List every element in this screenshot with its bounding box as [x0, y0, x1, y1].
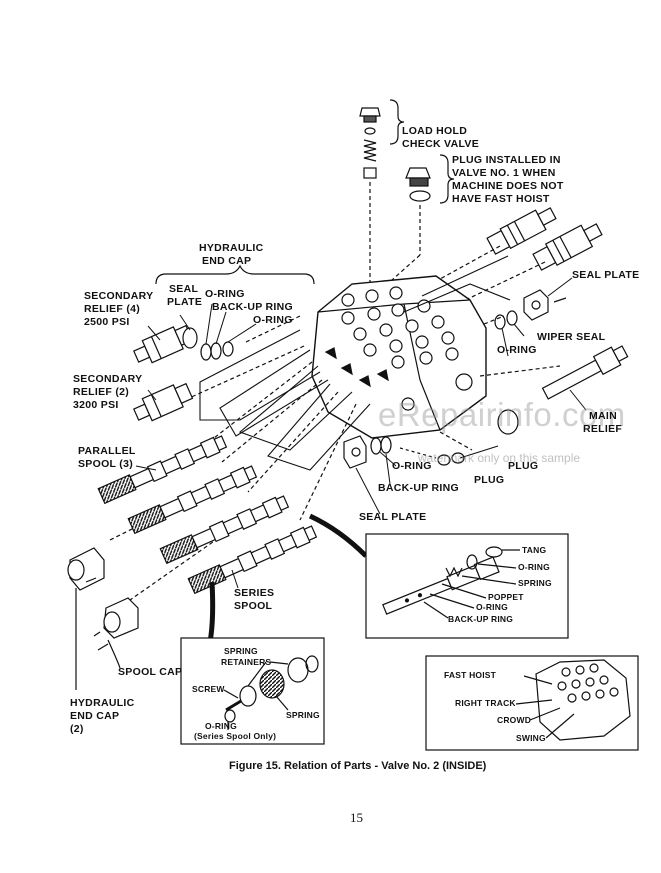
inset-label-swing: SWING	[516, 733, 546, 743]
detail-label-back-up-ring: BACK-UP RING	[448, 614, 514, 624]
secondary-relief-4500	[133, 324, 234, 364]
inset-label-crowd: CROWD	[497, 715, 532, 725]
detail-label-spring: SPRING	[518, 578, 552, 588]
detail-label-spring-retainers-1: SPRING	[224, 646, 258, 656]
right-seal-plate	[494, 289, 567, 330]
callout-pointers	[135, 277, 587, 589]
detail-label-spring-retainers-2: RETAINERS	[221, 657, 272, 667]
detail-label-o-ring-1: O-RING	[518, 562, 550, 572]
parallel-spools	[97, 435, 290, 565]
label-secondary-relief-2-1: SECONDARY	[73, 373, 143, 385]
detail-label-o-ring-2: O-RING	[476, 602, 508, 612]
label-hydraulic-end-cap-top-1: HYDRAULIC	[199, 242, 264, 254]
label-secondary-relief-4-2: RELIEF (4)	[84, 303, 141, 315]
label-seal-plate-left-1: SEAL	[169, 283, 199, 295]
watermark: eRepairinfo.com	[378, 396, 626, 433]
label-hydraulic-end-cap-bottom-1: HYDRAULIC	[70, 697, 135, 709]
label-seal-plate-right: SEAL PLATE	[572, 269, 640, 281]
label-back-up-ring-center: BACK-UP RING	[378, 482, 459, 494]
secondary-relief-3200	[133, 382, 194, 422]
page-number: 15	[350, 810, 363, 825]
inset-label-right-track: RIGHT TRACK	[455, 698, 516, 708]
load-hold-check-valve	[359, 99, 405, 290]
label-plug-lower: PLUG	[474, 474, 505, 486]
label-hydraulic-end-cap-bottom-2: END CAP	[70, 710, 120, 722]
label-secondary-relief-4-1: SECONDARY	[84, 290, 154, 302]
label-seal-plate-bottom: SEAL PLATE	[359, 511, 427, 523]
fast-hoist-plug	[382, 154, 455, 289]
label-seal-plate-left-2: PLATE	[167, 296, 203, 308]
label-plug-installed-1: PLUG INSTALLED IN	[452, 154, 561, 166]
label-hydraulic-end-cap-bottom-3: (2)	[70, 723, 84, 735]
routing-lines	[199, 255, 511, 471]
figure-caption: Figure 15. Relation of Parts - Valve No.…	[229, 760, 487, 772]
label-o-ring-center: O-RING	[392, 460, 432, 472]
label-plug-center: PLUG	[508, 460, 539, 472]
watermark-note: watermark only on this sample	[418, 451, 581, 465]
label-plug-installed-2: VALVE NO. 1 WHEN	[452, 167, 556, 179]
label-series-spool-1: SERIES	[234, 587, 275, 599]
spring-detail-box	[180, 637, 325, 745]
inset-label-fast-hoist: FAST HOIST	[444, 670, 497, 680]
leader-series-spool	[207, 581, 216, 643]
label-wiper-seal: WIPER SEAL	[537, 331, 606, 343]
label-back-up-ring-top: BACK-UP RING	[212, 301, 293, 313]
label-plug-installed-3: MACHINE DOES NOT	[452, 180, 564, 192]
label-main-relief-1: MAIN	[589, 410, 618, 422]
label-secondary-relief-4-3: 2500 PSI	[84, 316, 130, 328]
label-main-relief-2: RELIEF	[583, 423, 623, 435]
label-secondary-relief-2-3: 3200 PSI	[73, 399, 119, 411]
detail-label-o-ring-3: O-RING	[205, 721, 237, 731]
label-load-hold-1: LOAD HOLD	[402, 125, 468, 137]
label-spool-cap: SPOOL CAP	[118, 666, 183, 678]
detail-label-series-spool-only: (Series Spool Only)	[194, 731, 277, 741]
hydraulic-end-cap	[67, 547, 105, 690]
lower-seal-plate	[343, 435, 465, 469]
label-hydraulic-end-cap-top-2: END CAP	[202, 255, 252, 267]
end-cap-bracket	[155, 264, 315, 285]
detail-label-tang: TANG	[522, 545, 547, 555]
label-plug-installed-4: HAVE FAST HOIST	[452, 193, 550, 205]
label-secondary-relief-2-2: RELIEF (2)	[73, 386, 130, 398]
main-relief-assembly	[497, 345, 629, 435]
label-parallel-spool-2: SPOOL (3)	[78, 458, 134, 470]
detail-label-screw: SCREW	[192, 684, 225, 694]
leader-spool-detail	[308, 513, 368, 558]
upper-relief-cartridges	[419, 207, 603, 306]
label-load-hold-2: CHECK VALVE	[402, 138, 479, 150]
label-o-ring-right: O-RING	[497, 344, 537, 356]
detail-label-poppet: POPPET	[488, 592, 524, 602]
label-parallel-spool-1: PARALLEL	[78, 445, 136, 457]
label-o-ring-top2: O-RING	[253, 314, 293, 326]
spool-detail-box	[365, 533, 569, 639]
detail-label-spring-2: SPRING	[286, 710, 320, 720]
label-series-spool-2: SPOOL	[234, 600, 273, 612]
spool-cap	[93, 597, 139, 669]
valve-body	[311, 275, 487, 439]
label-o-ring-top: O-RING	[205, 288, 245, 300]
valve-inset-box	[425, 655, 639, 751]
